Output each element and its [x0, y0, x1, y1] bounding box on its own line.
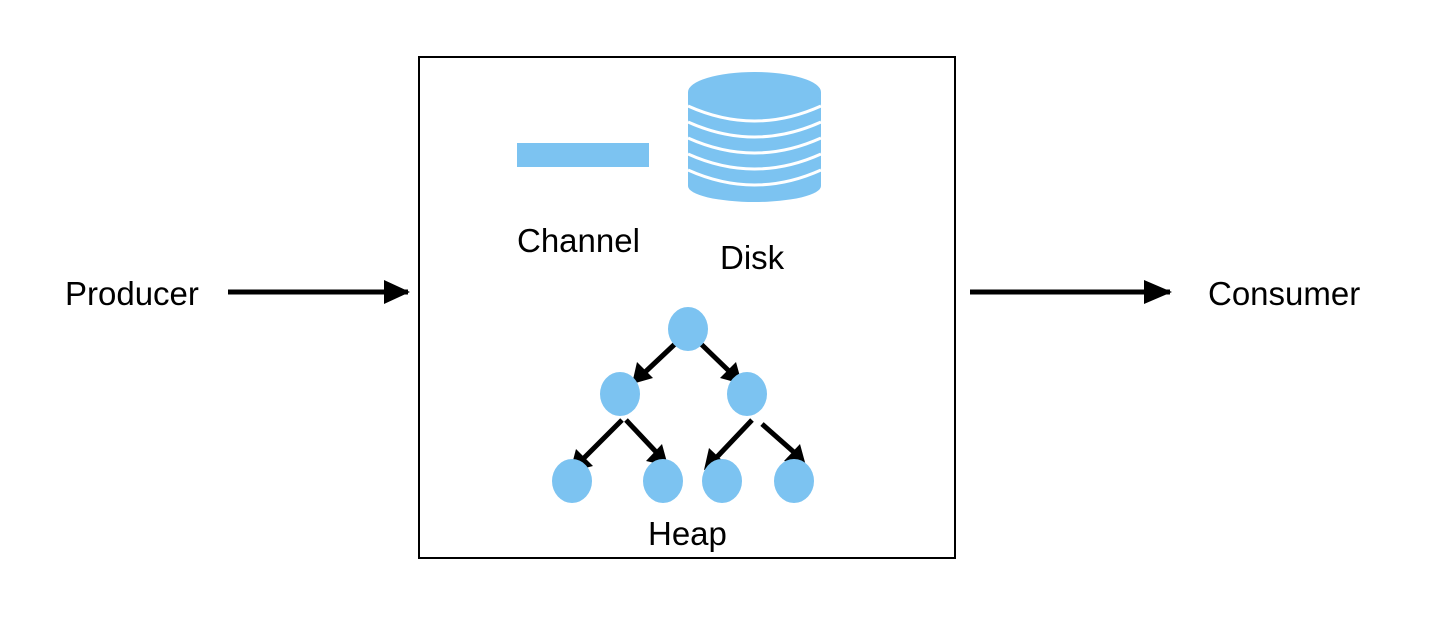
heap-label: Heap — [648, 515, 727, 552]
consumer-label: Consumer — [1208, 275, 1361, 312]
queue-container-box — [418, 56, 956, 559]
channel-bar-icon — [517, 143, 649, 167]
consumer-arrow — [970, 280, 1172, 304]
disk-label: Disk — [720, 239, 785, 276]
database-disk-icon — [687, 72, 822, 202]
producer-label: Producer — [65, 275, 199, 312]
channel-label: Channel — [517, 222, 640, 259]
binary-heap-tree-icon — [552, 307, 814, 503]
producer-arrow — [228, 280, 410, 304]
